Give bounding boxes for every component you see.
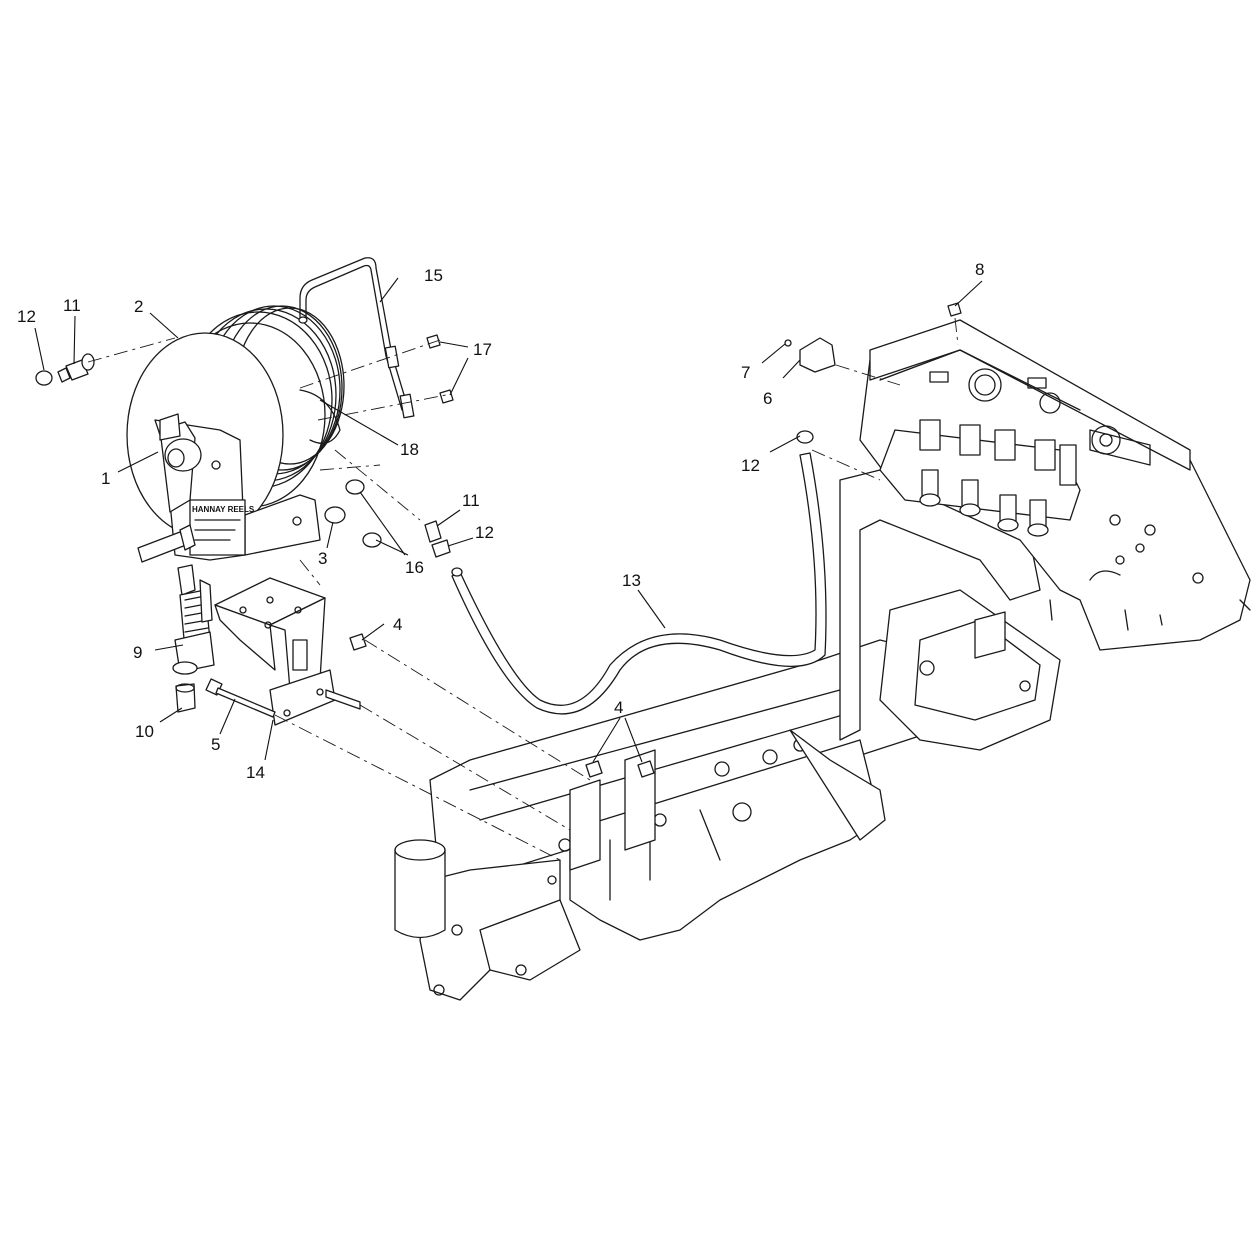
callout-8: 8 (975, 260, 984, 279)
valve-3 (994, 429, 1019, 532)
pump-assembly (839, 319, 1251, 751)
callout-1: 1 (101, 469, 110, 488)
callout-15: 15 (424, 266, 443, 285)
callout-12c: 12 (741, 456, 760, 475)
callout-4a: 4 (393, 615, 402, 634)
callout-5: 5 (211, 735, 220, 754)
callout-12b: 12 (475, 523, 494, 542)
leader-lines (34, 277, 983, 763)
callout-16: 16 (405, 558, 424, 577)
bolt-5 (205, 678, 276, 718)
hose-reel: HANNAY REELS (126, 305, 345, 563)
callout-6: 6 (763, 389, 772, 408)
valve-1 (919, 419, 941, 507)
callout-14: 14 (246, 763, 265, 782)
callout-labels: 1 2 3 4 4 5 6 7 8 9 10 11 11 12 12 12 13… (17, 260, 984, 782)
valve-4 (1027, 439, 1056, 537)
spray-gun (172, 564, 215, 713)
callout-18: 18 (400, 440, 419, 459)
callout-4b: 4 (614, 698, 623, 717)
callout-10: 10 (135, 722, 154, 741)
callout-2: 2 (134, 297, 143, 316)
hardware (35, 302, 962, 778)
valve-2 (959, 424, 981, 517)
reel-brand-label: HANNAY REELS (192, 505, 255, 514)
callout-9: 9 (133, 643, 142, 662)
callout-12a: 12 (17, 307, 36, 326)
hanger-15 (298, 257, 415, 419)
callout-7: 7 (741, 363, 750, 382)
callout-3: 3 (318, 549, 327, 568)
callout-11a: 11 (63, 296, 81, 315)
callout-17: 17 (473, 340, 492, 359)
callout-13: 13 (622, 571, 641, 590)
hose-13 (451, 452, 827, 715)
alignment-lines (87, 317, 959, 861)
mount-bracket (214, 577, 361, 726)
callout-11b: 11 (462, 491, 480, 510)
